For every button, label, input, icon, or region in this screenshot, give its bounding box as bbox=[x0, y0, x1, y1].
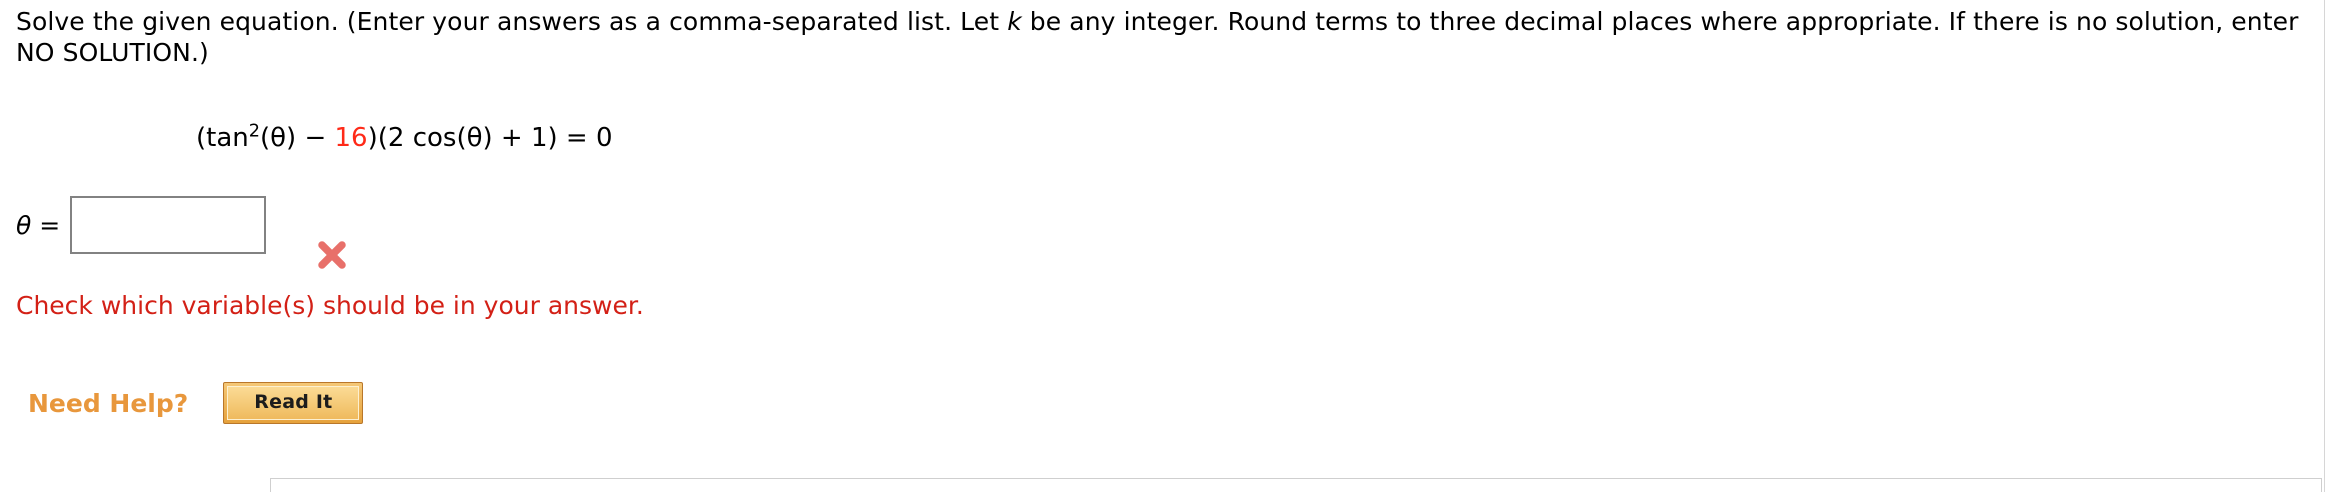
equation-part-1: (tan bbox=[196, 123, 249, 153]
theta-symbol: θ bbox=[16, 210, 32, 240]
read-it-button[interactable]: Read It bbox=[223, 382, 364, 424]
bottom-content-panel bbox=[270, 478, 2322, 492]
theta-equals-label: θ = bbox=[16, 211, 60, 240]
feedback-message: Check which variable(s) should be in you… bbox=[16, 291, 644, 320]
prompt-text-part-2: be any integer. Round terms to three dec… bbox=[16, 7, 2299, 67]
equation-display: (tan2(θ) − 16)(2 cos(θ) + 1) = 0 bbox=[196, 122, 613, 154]
prompt-variable-k: k bbox=[1007, 7, 1022, 36]
answer-row: θ = bbox=[16, 196, 267, 254]
page-right-border bbox=[2324, 0, 2325, 492]
read-it-button-label: Read It bbox=[227, 386, 360, 420]
need-help-label: Need Help? bbox=[28, 388, 189, 418]
equals-symbol: = bbox=[39, 210, 61, 240]
question-prompt: Solve the given equation. (Enter your an… bbox=[16, 6, 2312, 68]
equation-exponent: 2 bbox=[248, 121, 260, 142]
equation-red-number: 16 bbox=[334, 123, 368, 153]
answer-input[interactable] bbox=[70, 196, 267, 254]
equation-part-2: (θ) − bbox=[260, 123, 335, 153]
x-mark-incorrect-icon bbox=[318, 241, 346, 269]
prompt-text-part-1: Solve the given equation. (Enter your an… bbox=[16, 7, 1008, 36]
equation-part-3: )(2 cos(θ) + 1) = 0 bbox=[367, 123, 613, 153]
need-help-row: Need Help? Read It bbox=[28, 382, 364, 424]
